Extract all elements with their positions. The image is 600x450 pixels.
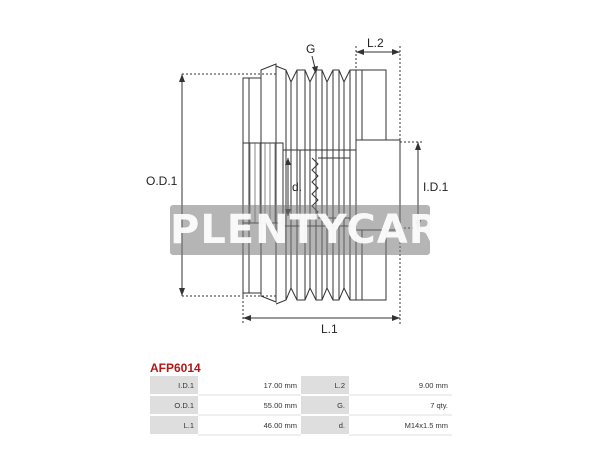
spec-value: 46.00 mm bbox=[198, 415, 301, 436]
label-g: G bbox=[306, 42, 315, 56]
spec-label: I.D.1 bbox=[150, 376, 198, 396]
pulley-body-outline bbox=[260, 63, 277, 303]
spec-label: d. bbox=[301, 415, 349, 436]
spec-value: 17.00 mm bbox=[198, 376, 301, 396]
label-d: d. bbox=[292, 180, 302, 194]
pulley-hub-left bbox=[242, 77, 262, 294]
spec-value: M14x1.5 mm bbox=[349, 415, 452, 436]
table-row: O.D.1 55.00 mm G. 7 qty. bbox=[150, 395, 452, 416]
table-row: I.D.1 17.00 mm L.2 9.00 mm bbox=[150, 376, 452, 396]
spec-label: L.1 bbox=[150, 415, 198, 436]
watermark-logo: PLENTYCAR bbox=[170, 207, 441, 253]
label-od1: O.D.1 bbox=[146, 174, 178, 188]
spec-label: L.2 bbox=[301, 376, 349, 396]
label-l1: L.1 bbox=[321, 322, 338, 336]
table-row: L.1 46.00 mm d. M14x1.5 mm bbox=[150, 415, 452, 436]
watermark-background bbox=[170, 205, 430, 255]
pulley-technical-drawing: G L.2 O.D.1 d. I.D.1 L.1 bbox=[146, 36, 449, 336]
spec-label: G. bbox=[301, 395, 349, 416]
spec-value: 9.00 mm bbox=[349, 376, 452, 396]
spec-value: 7 qty. bbox=[349, 395, 452, 416]
spec-value: 55.00 mm bbox=[198, 395, 301, 416]
part-code: AFP6014 bbox=[150, 361, 201, 375]
pulley-right-flange bbox=[356, 69, 401, 301]
spec-label: O.D.1 bbox=[150, 395, 198, 416]
label-id1: I.D.1 bbox=[423, 180, 449, 194]
specifications-table: I.D.1 17.00 mm L.2 9.00 mm O.D.1 55.00 m… bbox=[150, 376, 452, 436]
label-l2: L.2 bbox=[367, 36, 384, 50]
